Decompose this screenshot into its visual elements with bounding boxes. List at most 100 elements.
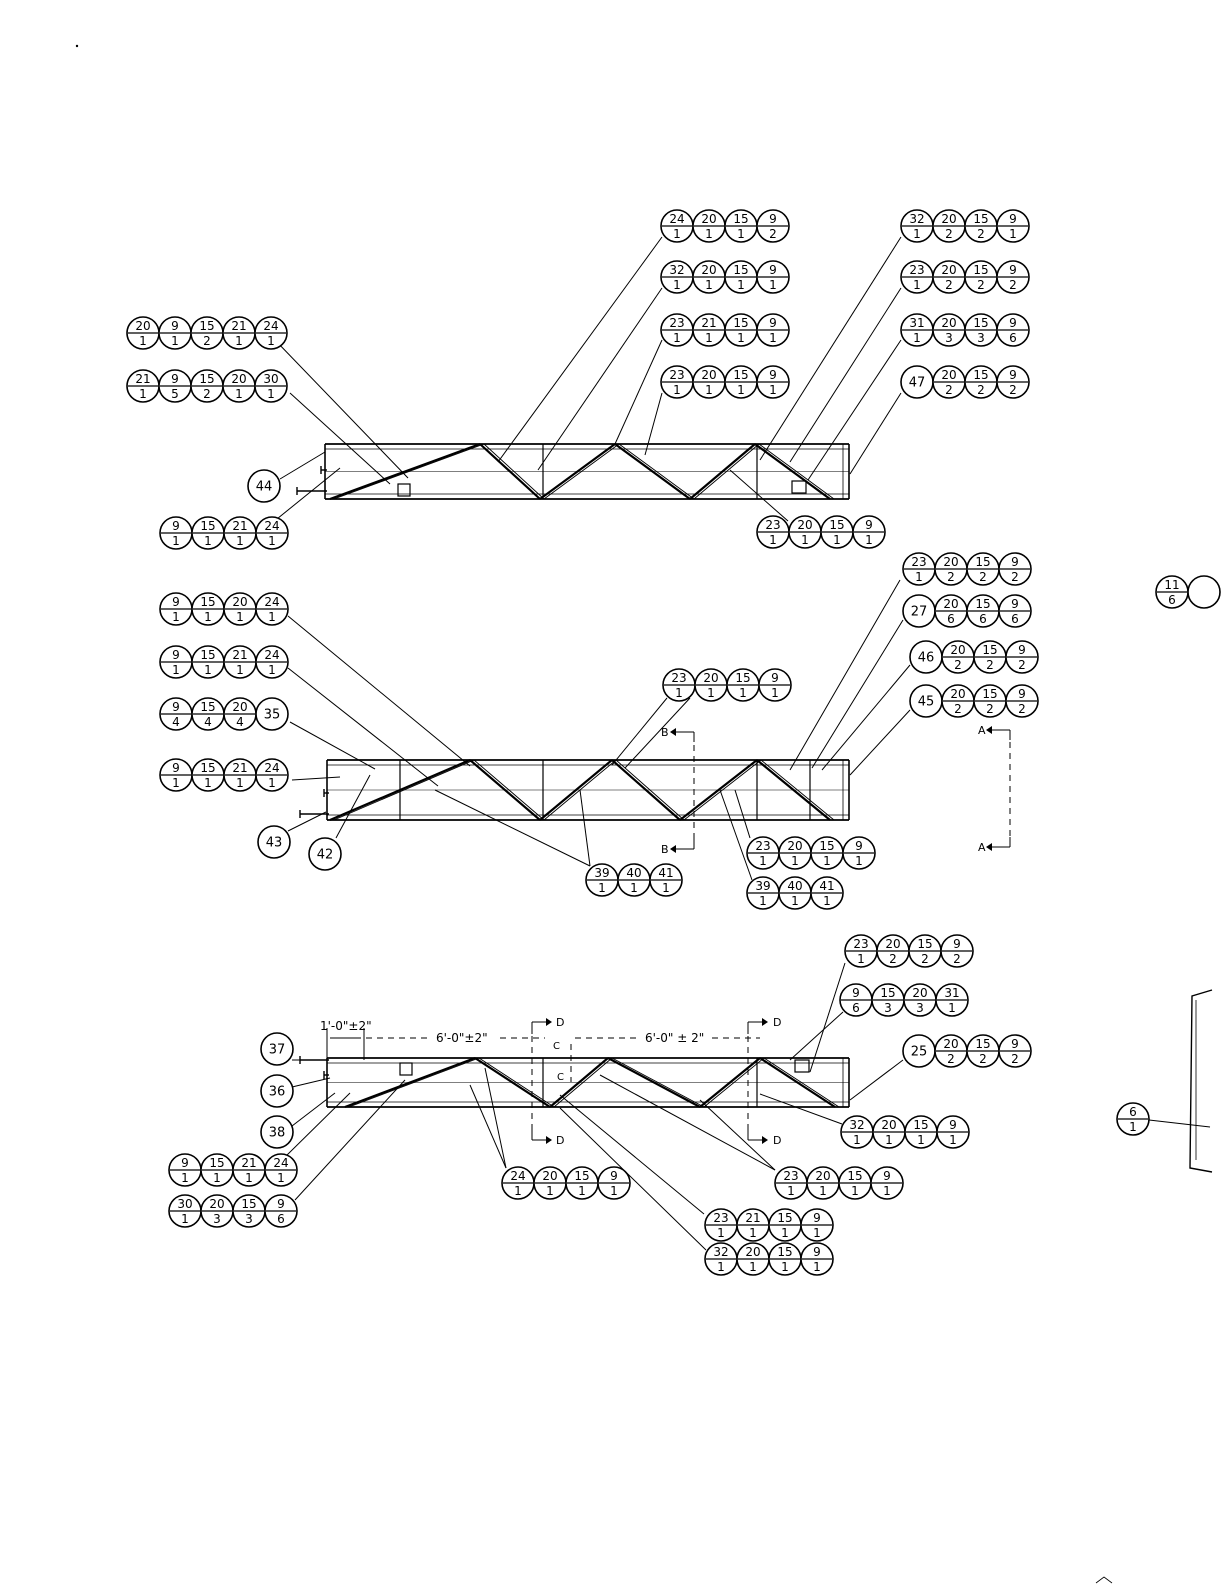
bubble-quantity: 1: [181, 1212, 189, 1226]
callout-bubble: 231: [660, 365, 694, 399]
callout-bubble: 211: [222, 316, 256, 350]
bubble-quantity: 2: [1009, 278, 1017, 292]
bubble-quantity: 1: [913, 227, 921, 241]
svg-text:B: B: [661, 843, 669, 856]
bubble-quantity: 3: [884, 1001, 892, 1015]
bubble-number: 46: [918, 651, 935, 666]
bubble-quantity: 1: [139, 334, 147, 348]
bubble-quantity: 1: [236, 610, 244, 624]
leader-line: [789, 1011, 844, 1061]
callout-bubble: 152: [964, 209, 998, 243]
svg-text:B: B: [661, 726, 669, 739]
bubble-part-number: 20: [787, 839, 802, 853]
svg-text:D: D: [773, 1134, 781, 1147]
truss-view-3: [299, 1056, 850, 1109]
callout-bubble: 211: [223, 645, 257, 679]
leader-line: [484, 1067, 507, 1169]
svg-text:C: C: [557, 1072, 564, 1083]
bubble-part-number: 15: [777, 1245, 792, 1259]
callout-edge-2: 61: [1116, 1102, 1150, 1136]
bubble-quantity: 1: [913, 331, 921, 345]
leader-line: [699, 1099, 776, 1171]
bubble-part-number: 11: [1164, 578, 1179, 592]
callout-bubble: 152: [964, 260, 998, 294]
bubble-part-number: 15: [973, 212, 988, 226]
callout-bubble: 91: [756, 260, 790, 294]
bubble-quantity: 6: [947, 612, 955, 626]
bubble-quantity: 2: [945, 383, 953, 397]
callout-bubble: 91: [756, 365, 790, 399]
bubble-quantity: 1: [673, 278, 681, 292]
bubble-quantity: 2: [986, 702, 994, 716]
bubble-number: 47: [909, 376, 926, 391]
bubble-part-number: 9: [769, 212, 777, 226]
bubble-quantity: 1: [749, 1260, 757, 1274]
bubble-part-number: 20: [797, 518, 812, 532]
callout-bubble: 25: [902, 1034, 936, 1068]
bubble-part-number: 23: [755, 839, 770, 853]
bubble-quantity: 2: [953, 952, 961, 966]
bubble-part-number: 9: [1009, 263, 1017, 277]
bubble-part-number: 15: [733, 212, 748, 226]
bubble-part-number: 9: [171, 372, 179, 386]
bubble-part-number: 20: [542, 1169, 557, 1183]
bubble-quantity: 1: [213, 1171, 221, 1185]
leader-line: [469, 1084, 507, 1169]
leader-line: [719, 789, 753, 881]
bubble-part-number: 15: [733, 316, 748, 330]
bubble-part-number: 9: [172, 700, 180, 714]
callout-bubble: 241: [660, 209, 694, 243]
bubble-quantity: 2: [203, 387, 211, 401]
bubble-part-number: 24: [273, 1156, 288, 1170]
bubble-part-number: 9: [771, 671, 779, 685]
bubble-part-number: 9: [1018, 687, 1026, 701]
callout-bubble: 91: [159, 516, 193, 550]
leader-line: [807, 339, 902, 481]
bubble-part-number: 32: [669, 263, 684, 277]
callout-bubble: [1187, 575, 1221, 609]
callout-bubble: 203: [903, 983, 937, 1017]
leader-line: [729, 469, 789, 522]
svg-text:D: D: [773, 1016, 781, 1029]
bubble-quantity: 1: [737, 331, 745, 345]
bubble-quantity: 5: [171, 387, 179, 401]
callout-bubble: 211: [223, 758, 257, 792]
leader-line: [644, 392, 663, 456]
callout-bubble: 411: [810, 876, 844, 910]
callout-bubble: 94: [159, 697, 193, 731]
callout-bubble: 91: [800, 1242, 834, 1276]
bubble-quantity: 1: [705, 331, 713, 345]
bubble-quantity: 1: [514, 1184, 522, 1198]
callout-bubble: 202: [932, 209, 966, 243]
truss-view-1: [296, 442, 850, 501]
bubble-quantity: 1: [245, 1171, 253, 1185]
callout-bubble: 91: [159, 758, 193, 792]
annotations: B B A A 1'-0"±2" 6'-: [75, 44, 1213, 1584]
bubble-quantity: 1: [236, 534, 244, 548]
callout-v1-left-44: 44: [247, 469, 281, 503]
leader-line: [335, 774, 371, 839]
leader-line: [279, 451, 326, 480]
callout-bubble: 391: [746, 876, 780, 910]
callout-bubble: 241: [501, 1166, 535, 1200]
bubble-part-number: 24: [264, 519, 279, 533]
bubble-part-number: 20: [209, 1197, 224, 1211]
bubble-part-number: 15: [777, 1211, 792, 1225]
callout-bubble: 241: [254, 316, 288, 350]
callout-bubble: 151: [724, 365, 758, 399]
callout-bubble: 411: [649, 863, 683, 897]
callout-bubble: 91: [842, 836, 876, 870]
bubble-quantity: 1: [598, 881, 606, 895]
bubble-part-number: 21: [701, 316, 716, 330]
bubble-quantity: 1: [204, 534, 212, 548]
bubble-quantity: 2: [977, 278, 985, 292]
callout-bubble: 211: [232, 1153, 266, 1187]
